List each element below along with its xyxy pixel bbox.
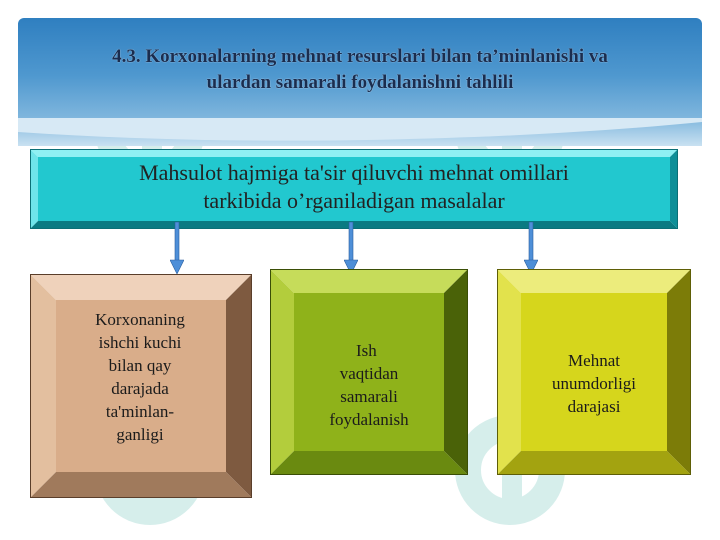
workforce-line-4: darajada: [111, 379, 169, 398]
workforce-line-6: ganligi: [116, 425, 164, 444]
workforce-line-5: ta'minlan-: [105, 402, 175, 421]
work-time-line-1: Ish: [356, 341, 377, 360]
main-topic-line-2: tarkibida o’rganiladigan masalalar: [203, 188, 505, 213]
main-topic-text: Mahsulot hajmiga ta'sir qiluvchi mehnat …: [70, 159, 638, 215]
main-topic-box: Mahsulot hajmiga ta'sir qiluvchi mehnat …: [30, 149, 678, 229]
productivity-text: Mehnat unumdorligi darajasi: [521, 349, 667, 418]
page-title: 4.3. Korxonalarning mehnat resurslari bi…: [40, 44, 680, 96]
title-line-1: 4.3. Korxonalarning mehnat resurslari bi…: [112, 46, 608, 67]
workforce-line-3: bilan qay: [108, 356, 172, 375]
workforce-box: Korxonaning ishchi kuchi bilan qay daraj…: [30, 274, 252, 498]
productivity-box: Mehnat unumdorligi darajasi: [497, 269, 691, 475]
workforce-line-2: ishchi kuchi: [98, 333, 182, 352]
work-time-box: Ish vaqtidan samarali foydalanish: [270, 269, 468, 475]
arrow-down-2: [344, 222, 358, 274]
arrow-down-3: [524, 222, 538, 274]
workforce-text: Korxonaning ishchi kuchi bilan qay daraj…: [60, 308, 220, 446]
work-time-line-4: foydalanish: [329, 410, 409, 429]
workforce-line-1: Korxonaning: [95, 310, 185, 329]
arrow-down-1: [170, 222, 184, 274]
productivity-line-3: darajasi: [567, 397, 621, 416]
productivity-line-1: Mehnat: [568, 351, 620, 370]
header-curve: [18, 118, 702, 141]
main-topic-line-1: Mahsulot hajmiga ta'sir qiluvchi mehnat …: [139, 160, 569, 185]
work-time-line-2: vaqtidan: [339, 364, 399, 383]
productivity-line-2: unumdorligi: [551, 374, 637, 393]
title-line-2: ulardan samarali foydalanishni tahlili: [206, 72, 514, 93]
work-time-text: Ish vaqtidan samarali foydalanish: [294, 339, 444, 431]
work-time-line-3: samarali: [340, 387, 398, 406]
